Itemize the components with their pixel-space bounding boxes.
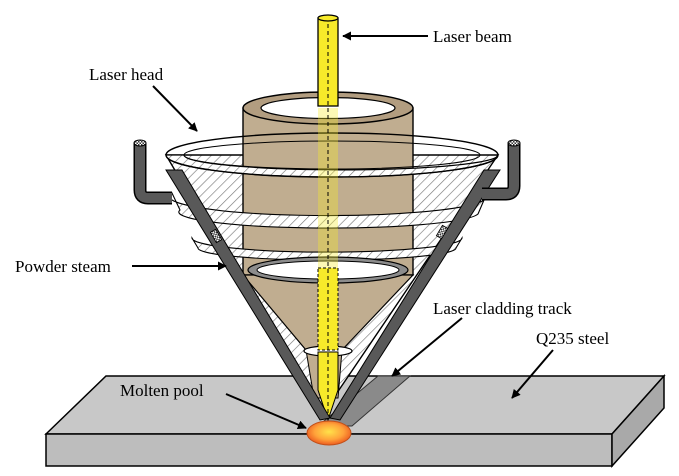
powder-arm-right xyxy=(329,169,501,421)
laser-beam xyxy=(317,14,339,422)
label-laser-beam: Laser beam xyxy=(433,27,512,46)
powder-pipe-icon xyxy=(133,139,521,205)
arrow-icon xyxy=(511,349,554,399)
annotation-arrows xyxy=(132,31,554,429)
label-molten-pool: Molten pool xyxy=(120,381,204,400)
label-powder-stream: Powder steam xyxy=(15,257,111,276)
arrow-icon xyxy=(225,393,307,429)
laser-head-rim xyxy=(165,132,499,178)
powder-arms xyxy=(165,169,501,421)
arrow-icon xyxy=(391,317,463,377)
label-cladding-track: Laser cladding track xyxy=(433,299,572,318)
label-laser-head: Laser head xyxy=(89,65,164,84)
head-rings xyxy=(165,154,499,261)
label-substrate: Q235 steel xyxy=(536,329,609,348)
molten-pool xyxy=(306,420,352,446)
arrow-icon xyxy=(152,85,198,132)
steel-side-face xyxy=(611,374,665,468)
